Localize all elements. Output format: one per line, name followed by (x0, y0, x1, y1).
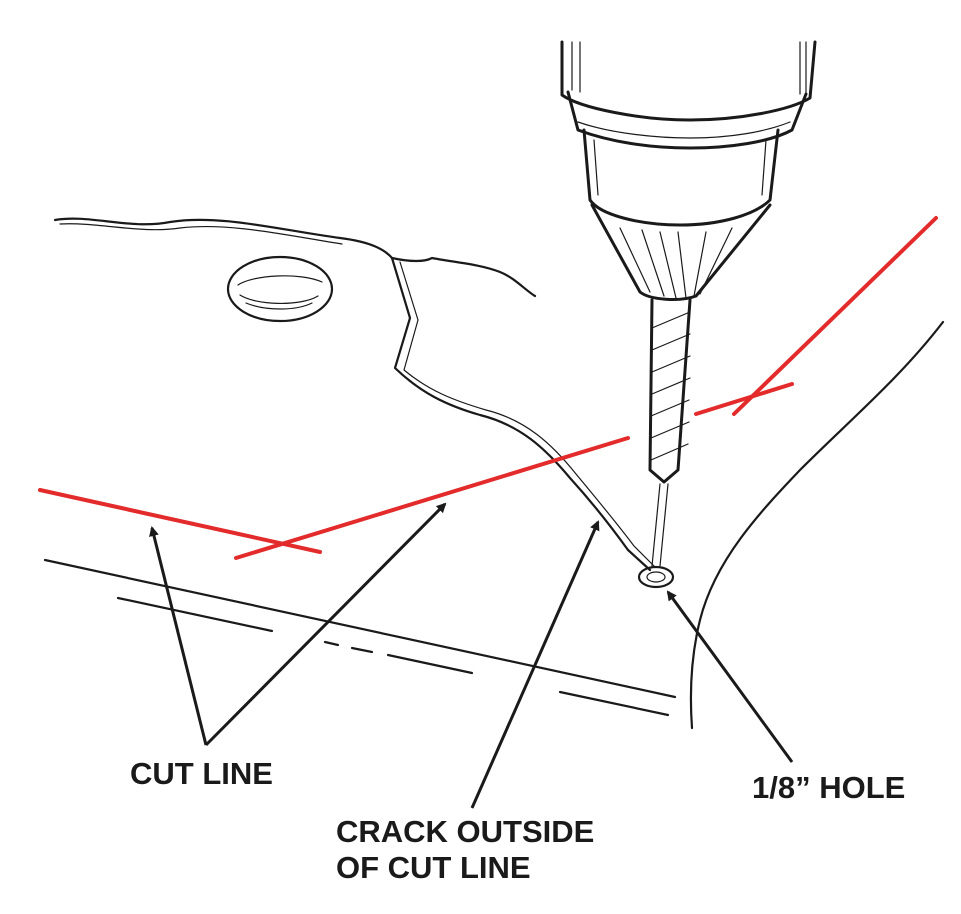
hole-label: 1/8” HOLE (752, 770, 906, 805)
crack-label-line1: CRACK OUTSIDE (336, 814, 595, 849)
leader-arrows (149, 502, 794, 809)
arrow-hole (666, 590, 794, 763)
cut-line-center (234, 436, 630, 560)
drilled-hole (637, 565, 675, 589)
panel-hole (226, 255, 334, 323)
arrow-cut-line-left (149, 526, 208, 746)
cut-line-right-lower (694, 382, 794, 416)
cut-line-label: CUT LINE (130, 756, 273, 791)
drill (560, 40, 817, 567)
cut-lines (38, 216, 938, 560)
arrow-cut-line-center (204, 502, 447, 747)
cut-line-right-upper (732, 216, 938, 416)
crack-label-line2: OF CUT LINE (336, 850, 531, 885)
arrow-crack (470, 520, 600, 809)
panel-outline (43, 217, 945, 730)
crack (390, 256, 655, 572)
cut-line-left (38, 488, 322, 554)
